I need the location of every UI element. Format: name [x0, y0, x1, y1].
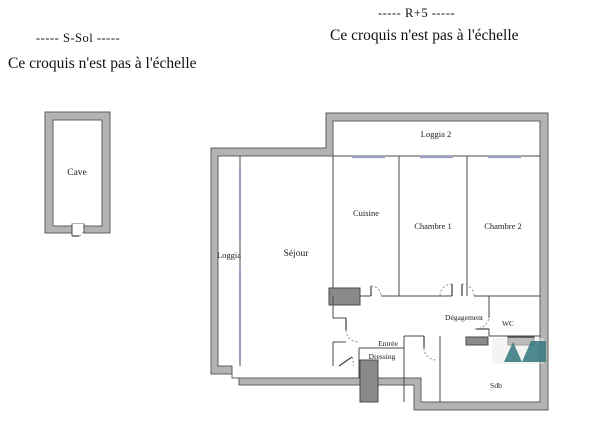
- room-label-entree: Entrée: [378, 339, 398, 348]
- main-entry-door-swing: [351, 356, 354, 367]
- chambre2-door-swing: [461, 283, 475, 297]
- dressing-block: [359, 359, 379, 403]
- watermark-triangle-icon: [504, 342, 522, 362]
- cave-door-swing: [78, 228, 85, 237]
- basement-plan-title: ----- S-Sol -----: [36, 31, 121, 45]
- kitchen-counter-block: [328, 287, 361, 306]
- room-label-degagement: Dégagement: [445, 313, 484, 322]
- loggia2-room: [332, 120, 541, 157]
- sdb-fixture-1: [465, 336, 489, 346]
- wc-door-swing: [474, 317, 490, 330]
- room-label-cuisine: Cuisine: [353, 208, 379, 218]
- cave-door-opening: [72, 224, 84, 235]
- sejour-door-swing: [370, 285, 382, 297]
- apartment-plan-subtitle: Ce croquis n'est pas à l'échelle: [330, 27, 519, 44]
- dressing-door-swing: [423, 347, 437, 361]
- room-label-loggia2: Loggia 2: [421, 129, 451, 139]
- room-label-sdb: Sdb: [490, 381, 502, 390]
- room-label-dressing: Dressing: [369, 352, 396, 361]
- room-label-loggia: Loggia: [217, 250, 241, 260]
- basement-plan-subtitle: Ce croquis n'est pas à l'échelle: [8, 55, 197, 72]
- basement-plan-group: Cave: [44, 111, 111, 237]
- main-entry-door-leaf: [338, 356, 353, 367]
- watermark-wedge-icon: [522, 341, 546, 362]
- logo-watermark: [492, 338, 546, 364]
- entree-door-swing: [345, 329, 359, 343]
- room-label-chambre1: Chambre 1: [414, 221, 452, 231]
- apartment-plan-group: Loggia 2 Loggia Séjour C: [210, 112, 549, 411]
- room-label-chambre2: Chambre 2: [484, 221, 522, 231]
- room-label-cave: Cave: [67, 168, 87, 178]
- room-label-wc: WC: [502, 319, 514, 328]
- room-label-sejour: Séjour: [284, 249, 310, 259]
- apartment-plan-title: ----- R+5 -----: [378, 6, 456, 20]
- chambre1-door-swing: [439, 283, 453, 297]
